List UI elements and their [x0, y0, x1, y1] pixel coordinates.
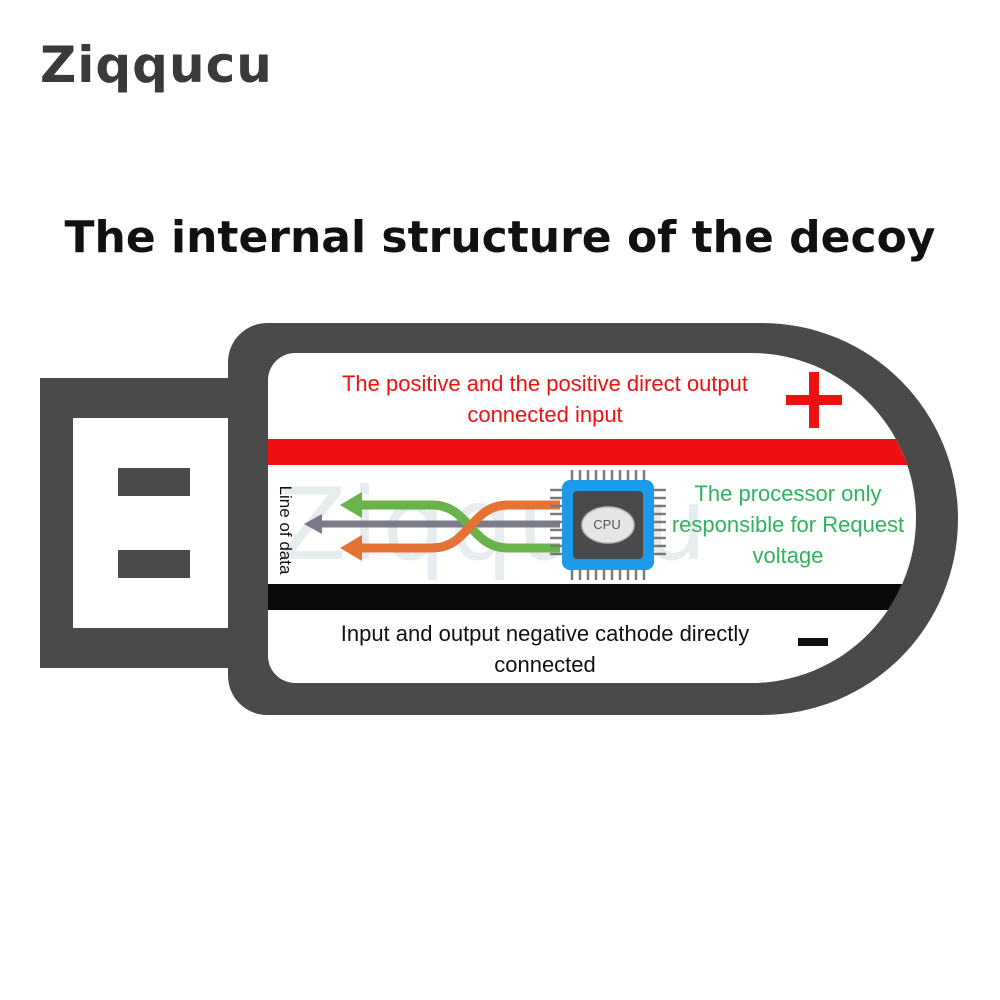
data-arrow-orange-head: [340, 535, 362, 561]
negative-description: Input and output negative cathode direct…: [340, 621, 750, 677]
negative-rail: [268, 584, 916, 610]
data-line-label: Line of data: [276, 485, 295, 575]
data-arrow-orange: [358, 500, 560, 553]
plus-vertical-bar: [809, 372, 819, 428]
cpu-chip-die: [581, 506, 635, 544]
positive-description: The positive and the positive direct out…: [341, 371, 749, 427]
data-arrow-gray-head: [304, 514, 322, 534]
minus-sign: [798, 638, 828, 646]
processor-description: The processor only responsible for Reque…: [671, 481, 905, 568]
data-arrow-green-head: [340, 492, 362, 518]
plus-sign: [786, 372, 842, 428]
page-title: The internal structure of the decoy: [64, 212, 936, 263]
usb-pin-bottom: [118, 550, 190, 578]
positive-rail: [268, 439, 916, 465]
brand-logo: Ziqqucu: [40, 36, 273, 94]
usb-connector-opening: [73, 418, 228, 628]
usb-pin-top: [118, 468, 190, 496]
cpu-label: CPU: [593, 517, 621, 532]
